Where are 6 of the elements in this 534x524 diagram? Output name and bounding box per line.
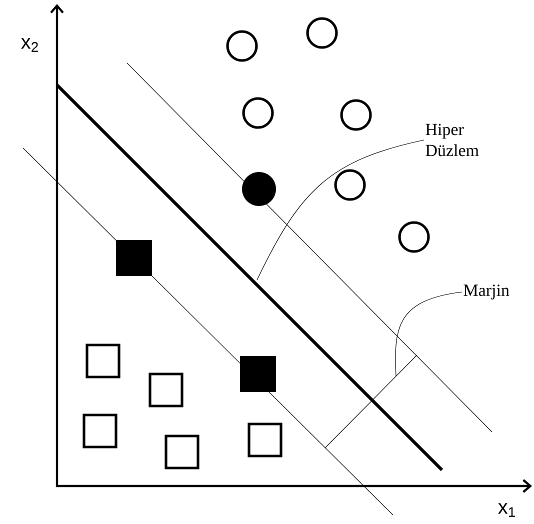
axis-label: x$_{2}$ (21, 38, 38, 52)
callout-text: Marjin (464, 284, 510, 300)
leader-line (256, 140, 424, 280)
callout-text: Hiper Düzlem (426, 124, 479, 156)
leader-line (395, 292, 462, 376)
axis-label: x$_{1}$ (498, 503, 515, 517)
